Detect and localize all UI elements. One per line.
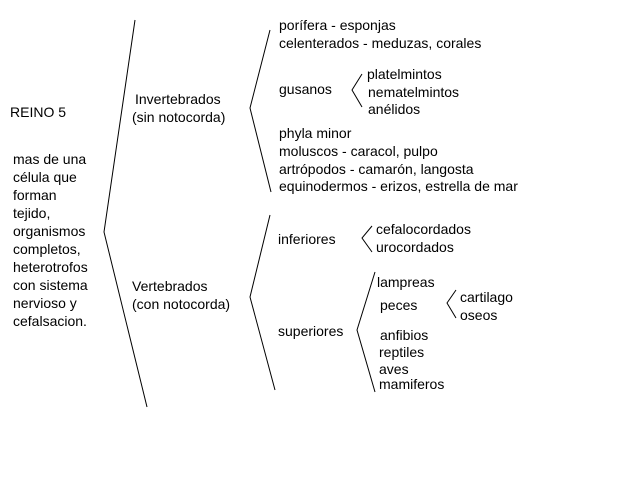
invertebrados-label: Invertebrados xyxy=(135,91,221,107)
node-artropodos: artrópodos - camarón, langosta xyxy=(279,161,474,177)
node-anfibios: anfibios xyxy=(380,327,429,343)
node-inferiores: inferiores xyxy=(278,231,336,247)
bracket-vertebrados xyxy=(249,214,276,391)
node-oseos: oseos xyxy=(460,307,498,323)
invertebrados-sublabel: (sin notocorda) xyxy=(132,109,226,125)
bracket-superiores xyxy=(356,271,376,393)
desc-line: forman xyxy=(13,187,57,203)
node-porifera: porífera - esponjas xyxy=(279,17,396,33)
desc-line: mas de una xyxy=(13,151,87,167)
node-anelidos: anélidos xyxy=(368,101,421,117)
bracket-peces xyxy=(446,289,457,319)
node-mamiferos: mamiferos xyxy=(379,376,445,392)
node-gusanos: gusanos xyxy=(279,81,332,97)
vertebrados-sublabel: (con notocorda) xyxy=(132,296,231,312)
bracket-inferiores xyxy=(361,225,373,253)
desc-line: nervioso y xyxy=(13,295,77,311)
bracket-invertebrados xyxy=(249,29,272,193)
node-cefalocordados: cefalocordados xyxy=(376,221,471,237)
desc-line: heterotrofos xyxy=(13,259,88,275)
node-superiores: superiores xyxy=(278,323,344,339)
desc-line: con sistema xyxy=(13,277,88,293)
desc-line: célula que xyxy=(13,169,77,185)
desc-line: cefalsacion. xyxy=(13,313,87,329)
node-lampreas: lampreas xyxy=(377,274,435,290)
vertebrados-label: Vertebrados xyxy=(132,278,208,294)
node-nematelmintos: nematelmintos xyxy=(368,84,460,100)
desc-line: completos, xyxy=(13,241,81,257)
bracket-reino xyxy=(103,19,148,408)
node-phyla-minor: phyla minor xyxy=(279,125,352,141)
node-equinodermos: equinodermos - erizos, estrella de mar xyxy=(279,178,518,194)
node-urocordados: urocordados xyxy=(376,239,454,255)
bracket-gusanos xyxy=(351,73,363,108)
node-cartilago: cartilago xyxy=(460,289,513,305)
root-title: REINO 5 xyxy=(10,104,67,120)
node-peces: peces xyxy=(380,297,418,313)
node-aves: aves xyxy=(379,361,409,377)
node-celenterados: celenterados - meduzas, corales xyxy=(279,35,482,51)
root-description: mas de una célula que forman tejido, org… xyxy=(13,150,88,330)
desc-line: tejido, xyxy=(13,205,51,221)
node-platelmintos: platelmintos xyxy=(367,66,442,82)
node-moluscos: moluscos - caracol, pulpo xyxy=(279,143,438,159)
node-reptiles: reptiles xyxy=(379,344,425,360)
desc-line: organismos xyxy=(13,223,86,239)
